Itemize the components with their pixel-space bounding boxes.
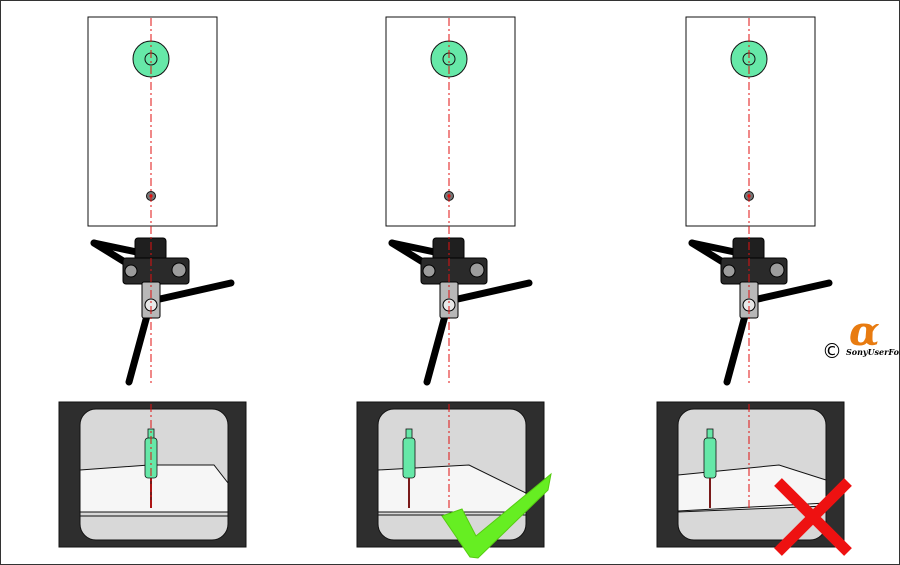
camera-mount (420, 237, 488, 319)
bottle-subject (703, 428, 717, 508)
panels (58, 16, 845, 548)
check-icon (441, 472, 552, 559)
camera-screen (656, 401, 845, 548)
watermark: © α SonyUserForum (822, 308, 900, 363)
panel-right (656, 16, 845, 548)
alpha-logo-icon: α (849, 308, 880, 355)
target-board (385, 16, 516, 227)
target-board (87, 16, 218, 227)
camera-screen (58, 401, 247, 548)
panel-left (58, 16, 247, 548)
bottle-subject (402, 428, 416, 508)
copyright-icon: © (822, 339, 842, 363)
cross-icon (774, 478, 852, 556)
target-board (685, 16, 816, 227)
watermark-text: SonyUserForum (846, 347, 900, 357)
